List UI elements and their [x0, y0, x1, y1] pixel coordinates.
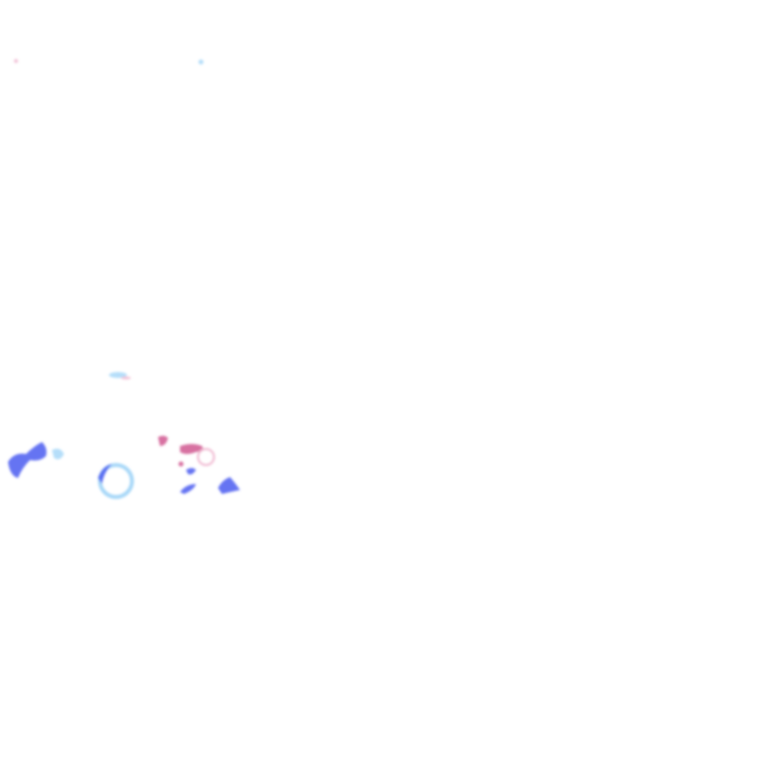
- echo-speck: [198, 59, 204, 65]
- echo-cell: [186, 468, 196, 475]
- echo-cell: [158, 435, 168, 446]
- echo-speck: [14, 59, 18, 63]
- echo-cell: [121, 376, 131, 380]
- echo-cell: [109, 372, 127, 378]
- echo-cell: [8, 442, 47, 478]
- echo-cell: [180, 444, 204, 454]
- echo-speck: [178, 461, 184, 467]
- echo-ring: [197, 448, 215, 466]
- echo-cell: [52, 448, 64, 460]
- echo-cell: [218, 477, 240, 494]
- echo-cell: [98, 464, 112, 484]
- echo-cell: [180, 484, 196, 494]
